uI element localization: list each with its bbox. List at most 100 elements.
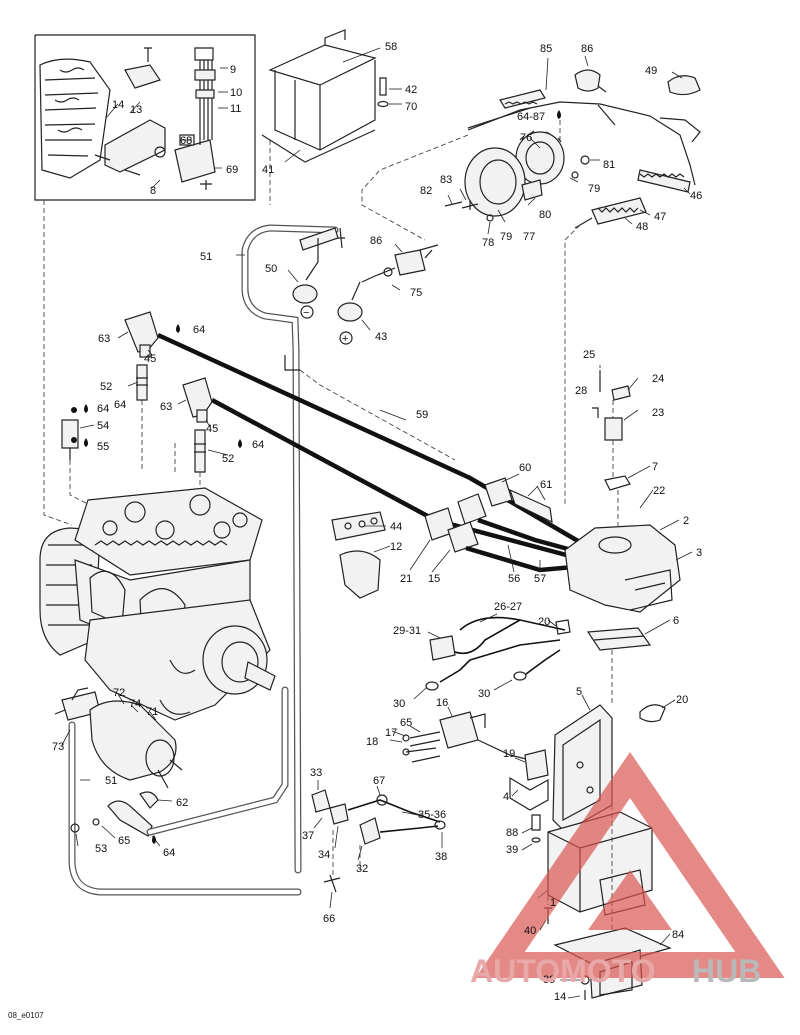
- callout-79-a: 79: [500, 231, 512, 243]
- battery-tray-bracket: [261, 29, 381, 163]
- callout-9: 9: [230, 64, 236, 76]
- callout-50: 50: [265, 263, 277, 275]
- callout-51-top: 51: [200, 251, 212, 263]
- callout-55: 55: [97, 441, 109, 453]
- callout-17: 17: [385, 727, 397, 739]
- callout-84: 84: [672, 929, 684, 941]
- callout-80: 80: [539, 209, 551, 221]
- voltage-regulator: [389, 706, 531, 763]
- callout-49: 49: [645, 65, 657, 77]
- callout-70: 70: [405, 101, 417, 113]
- callout-86-top: 86: [581, 43, 593, 55]
- battery-cables: [236, 224, 439, 874]
- callout-33: 33: [310, 767, 322, 779]
- callout-labels: 1 2 3 4 5 6 7 8 9 10 11 12 13 14 14 15 1…: [52, 41, 702, 1003]
- callout-26-27: 26-27: [494, 601, 522, 613]
- callout-30-right: 30: [478, 688, 490, 700]
- engine-block: [39, 487, 276, 721]
- callout-65-b: 65: [400, 717, 412, 729]
- callout-5: 5: [576, 686, 582, 698]
- callout-52-b: 52: [222, 453, 234, 465]
- callout-64-a: 64: [193, 324, 205, 336]
- callout-45-a: 45: [144, 353, 156, 365]
- callout-64-b: 64: [97, 403, 109, 415]
- oil-tank: [564, 365, 693, 613]
- callout-68: 68: [180, 135, 192, 147]
- callout-39-bottom: 39: [543, 974, 555, 986]
- callout-63-b: 63: [160, 401, 172, 413]
- callout-13: 13: [130, 104, 142, 116]
- callout-20-right: 20: [676, 694, 688, 706]
- callout-43: 43: [375, 331, 387, 343]
- callout-85: 85: [540, 43, 552, 55]
- bolt-42-washer-70: [377, 77, 402, 108]
- drawing-reference-code: 08_e0107: [8, 1011, 44, 1020]
- callout-30-left: 30: [393, 698, 405, 710]
- callout-3: 3: [696, 547, 702, 559]
- callout-86-mid: 86: [370, 235, 382, 247]
- callout-73: 73: [52, 741, 64, 753]
- callout-53: 53: [95, 843, 107, 855]
- callout-24: 24: [652, 373, 664, 385]
- minus-symbol: −: [303, 307, 309, 319]
- callout-21: 21: [400, 573, 412, 585]
- callout-42: 42: [405, 84, 417, 96]
- clips-44-12: [331, 511, 391, 599]
- callout-23: 23: [652, 407, 664, 419]
- callout-51-bottom: 51: [105, 775, 117, 787]
- callout-28: 28: [575, 385, 587, 397]
- callout-64-e: 64: [114, 399, 126, 411]
- callout-82: 82: [420, 185, 432, 197]
- callout-38: 38: [435, 851, 447, 863]
- callout-81: 81: [603, 159, 615, 171]
- callout-40: 40: [524, 925, 536, 937]
- callout-78: 78: [482, 237, 494, 249]
- callout-19: 19: [503, 748, 515, 760]
- callout-77: 77: [523, 231, 535, 243]
- callout-65-a: 65: [118, 835, 130, 847]
- callout-34: 34: [318, 849, 330, 861]
- callout-74: 74: [129, 698, 141, 710]
- callout-71: 71: [146, 706, 158, 718]
- callout-12: 12: [390, 541, 402, 553]
- callout-57: 57: [534, 573, 546, 585]
- starter-cable-assembly: [361, 55, 701, 505]
- callout-64-c: 64: [252, 439, 264, 451]
- inset-leader-dash: [43, 200, 73, 526]
- callout-41: 41: [262, 164, 274, 176]
- callout-52-a: 52: [100, 381, 112, 393]
- callout-46: 46: [690, 190, 702, 202]
- callout-8: 8: [150, 185, 156, 197]
- callout-45-b: 45: [206, 423, 218, 435]
- callout-58: 58: [385, 41, 397, 53]
- callout-10: 10: [230, 87, 242, 99]
- callout-47: 47: [654, 211, 666, 223]
- callout-11: 11: [230, 103, 241, 115]
- wiring-harness-mid: [413, 613, 566, 700]
- callout-62: 62: [176, 797, 188, 809]
- callout-63-a: 63: [98, 333, 110, 345]
- callout-56: 56: [508, 573, 520, 585]
- callout-72: 72: [113, 687, 125, 699]
- callout-60: 60: [519, 462, 531, 474]
- callout-6: 6: [673, 615, 679, 627]
- callout-66: 66: [323, 913, 335, 925]
- callout-48: 48: [636, 221, 648, 233]
- callout-29-31: 29-31: [393, 625, 421, 637]
- callout-25: 25: [583, 349, 595, 361]
- callout-37: 37: [302, 830, 314, 842]
- callout-16: 16: [436, 697, 448, 709]
- watermark-text-left: AUTOMOTO: [470, 953, 655, 989]
- callout-44: 44: [390, 521, 402, 533]
- callout-64-d: 64: [163, 847, 175, 859]
- callout-32: 32: [356, 863, 368, 875]
- callout-14-bottom: 14: [554, 991, 566, 1003]
- switch-assembly: [311, 780, 446, 909]
- strap-and-clamps: [547, 619, 676, 723]
- callout-22: 22: [653, 485, 665, 497]
- callout-64-87: 64-87: [517, 111, 545, 123]
- callout-39-top: 39: [506, 844, 518, 856]
- watermark-text-right: HUB: [692, 953, 761, 989]
- callout-59: 59: [416, 409, 428, 421]
